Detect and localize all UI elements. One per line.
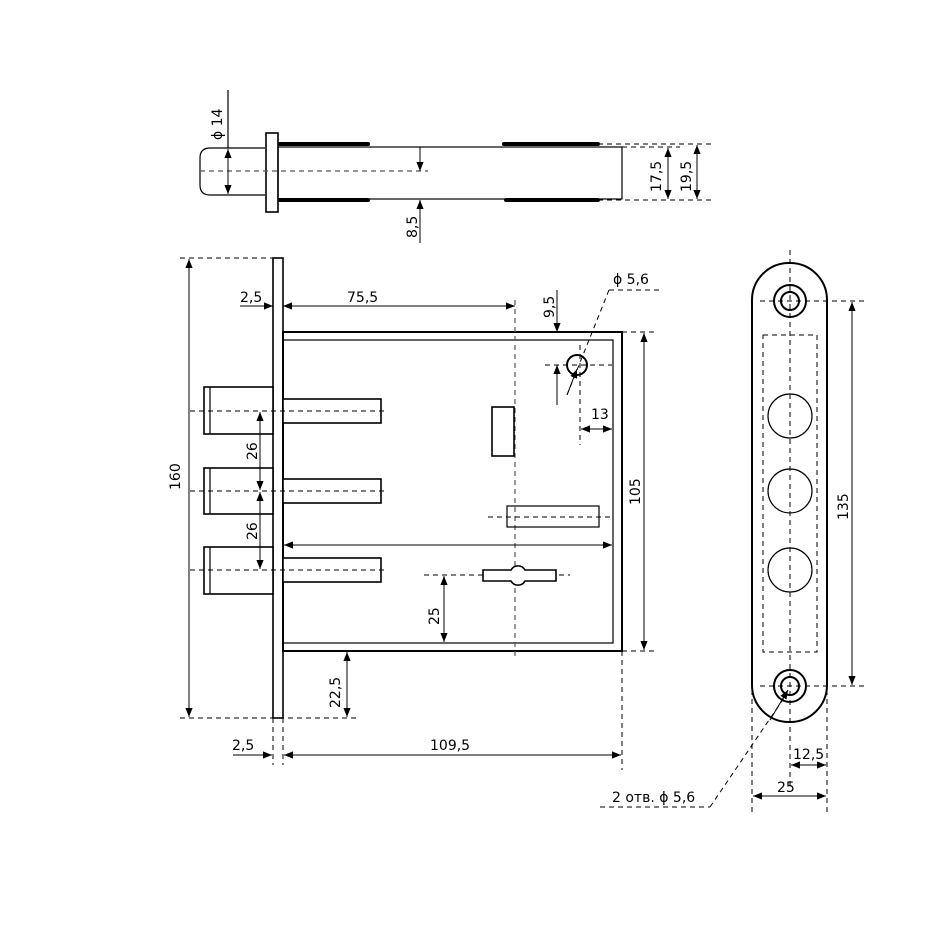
top-view: ϕ 14 8,5 17,5 19,5 — [199, 90, 712, 243]
strike-plate-view: 135 12,5 25 2 отв. ϕ 5,6 — [600, 250, 864, 815]
label-strike-hole-pitch: 135 — [836, 493, 852, 520]
label-pin-diameter: ϕ 14 — [210, 108, 226, 140]
label-hole-offset-y: 9,5 — [542, 296, 558, 318]
label-strike-holes-note: 2 отв. ϕ 5,6 — [612, 790, 695, 806]
label-bottom-offset: 22,5 — [328, 677, 344, 708]
label-height-total: 160 — [168, 463, 184, 490]
label-bolt-pitch-2: 26 — [245, 522, 261, 540]
label-faceplate-bottom: 2,5 — [232, 738, 254, 754]
flange — [265, 132, 279, 213]
body-top — [277, 146, 623, 200]
label-body-width: 109,5 — [430, 738, 470, 754]
label-bolt-pitch-1: 26 — [245, 442, 261, 460]
label-strike-half-width: 12,5 — [793, 747, 824, 763]
front-view: 160 26 26 2,5 75,5 9,5 ϕ 5,6 13 105 25 — [168, 257, 660, 770]
faceplate — [272, 257, 284, 719]
label-strike-width: 25 — [777, 780, 795, 796]
label-hole-offset-x: 75,5 — [347, 290, 378, 306]
label-faceplate-top: 2,5 — [240, 290, 262, 306]
latch-slot — [491, 406, 515, 457]
label-body-height: 105 — [628, 478, 644, 505]
label-keyhole-height: 25 — [427, 607, 443, 625]
label-overall-thickness: 19,5 — [679, 161, 695, 192]
label-hole-edge: 13 — [591, 407, 609, 423]
label-body-thickness: 17,5 — [649, 161, 665, 192]
keyhole — [482, 565, 557, 586]
handle-slot — [506, 505, 600, 528]
label-hole-diameter: ϕ 5,6 — [613, 272, 649, 288]
label-pin-offset: 8,5 — [405, 216, 421, 238]
